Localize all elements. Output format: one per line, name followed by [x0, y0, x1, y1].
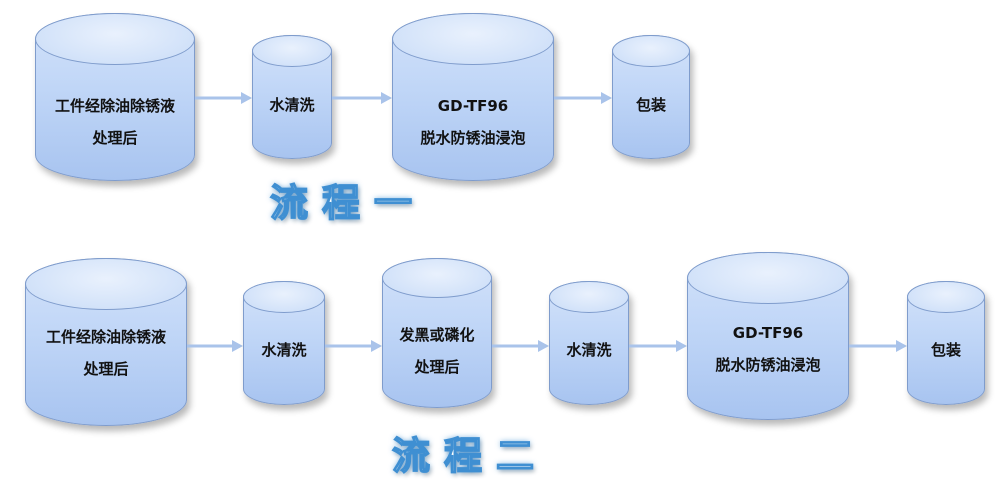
- flow2-step4-cylinder: 水清洗: [548, 280, 629, 405]
- flow1-step3-label-line1: GD-TF96: [437, 97, 509, 115]
- flow1-step1-label-line2: 处理后: [92, 129, 138, 147]
- flow2-step6-cylinder: 包装: [906, 280, 985, 405]
- flow2-step3-label-line1: 发黑或磷化: [399, 326, 475, 344]
- flow1-step1-label-line1: 工件经除油除锈液: [54, 97, 175, 115]
- flow2-arrow-3: [492, 339, 549, 353]
- flow2-step1-label-line2: 处理后: [83, 360, 129, 378]
- flow2-step6-label: 包装: [930, 341, 961, 359]
- flow2-title: 流程二: [391, 433, 549, 479]
- flow2-step2-label: 水清洗: [261, 341, 307, 359]
- flow2-step5-label-line1: GD-TF96: [732, 324, 804, 342]
- flow2-arrow-5: [849, 339, 907, 353]
- flow1-title: 流程一: [269, 180, 427, 226]
- flow2-arrow-4: [629, 339, 687, 353]
- flow1-arrow-1: [195, 91, 252, 105]
- flow2-step4-label: 水清洗: [566, 341, 612, 359]
- flow1-step1-cylinder: 工件经除油除锈液 处理后: [34, 12, 195, 181]
- flow2-step1-cylinder: 工件经除油除锈液 处理后: [24, 257, 187, 426]
- flow1-arrow-3: [554, 91, 612, 105]
- flow2-step1-label-line1: 工件经除油除锈液: [45, 328, 166, 346]
- flow1-arrow-2: [332, 91, 392, 105]
- flow2-step5-label-line2: 脱水防锈油浸泡: [715, 356, 821, 374]
- flow2-arrow-2: [325, 339, 382, 353]
- flow1-step2-cylinder: 水清洗: [251, 34, 332, 159]
- flow2-step3-label-line2: 处理后: [414, 358, 460, 376]
- flow1-step2-label: 水清洗: [269, 96, 315, 114]
- flow2-step3-cylinder: 发黑或磷化 处理后: [381, 257, 492, 408]
- flow1-step3-cylinder: GD-TF96 脱水防锈油浸泡: [391, 12, 554, 181]
- flow2-arrow-1: [187, 339, 243, 353]
- flow1-step3-label-line2: 脱水防锈油浸泡: [420, 129, 526, 147]
- flow2-step2-cylinder: 水清洗: [242, 280, 325, 405]
- flow1-step4-cylinder: 包装: [611, 34, 690, 159]
- flow1-step4-label: 包装: [635, 96, 666, 114]
- flow2-step5-cylinder: GD-TF96 脱水防锈油浸泡: [686, 251, 849, 420]
